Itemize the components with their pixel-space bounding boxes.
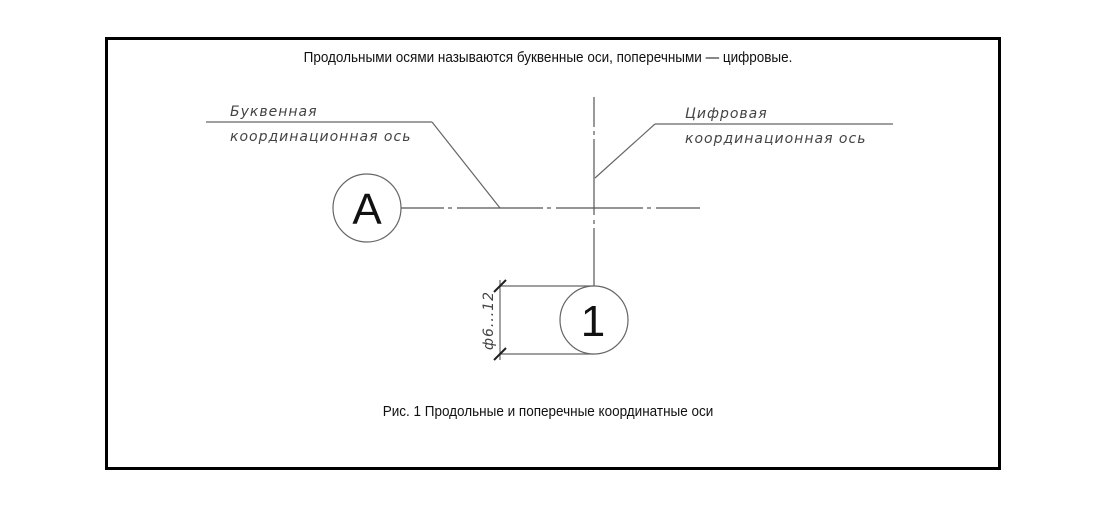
- figure-heading: Продольными осями называются буквенные о…: [303, 49, 793, 66]
- letter-axis-leader: [206, 121, 501, 209]
- letter-axis-label-line1: Буквенная: [230, 104, 318, 120]
- dimension-label: ф6...12: [481, 291, 497, 350]
- figure-caption: Рис. 1 Продольные и поперечные координат…: [382, 403, 714, 420]
- figure-frame: [105, 37, 1001, 470]
- marker-digit: 1: [581, 297, 605, 346]
- digit-axis-label-line2: координационная ось: [685, 131, 866, 147]
- letter-axis-marker: А: [332, 173, 402, 243]
- digit-axis-label-line1: Цифровая: [685, 106, 768, 122]
- digit-axis-marker: 1 ф6...12: [481, 279, 629, 361]
- letter-axis-label-line2: координационная ось: [230, 129, 411, 145]
- digit-axis-leader: [594, 123, 893, 179]
- marker-letter: А: [352, 185, 382, 234]
